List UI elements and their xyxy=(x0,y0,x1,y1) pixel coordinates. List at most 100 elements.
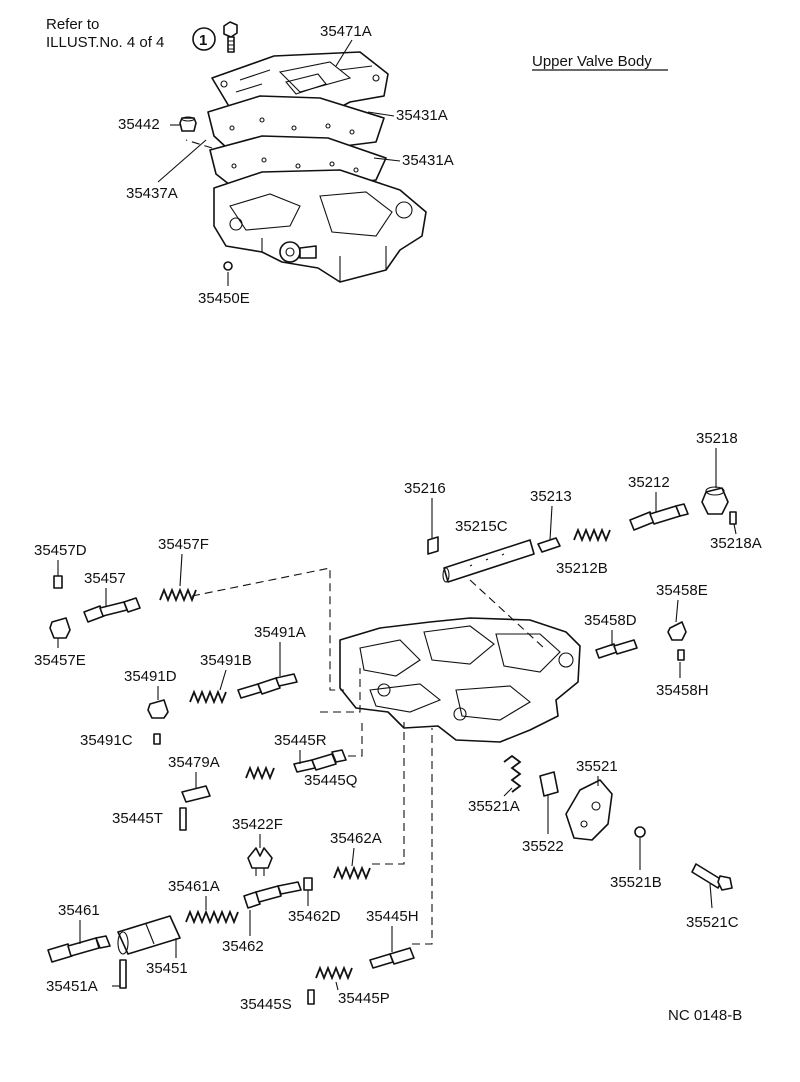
upper-valve-body xyxy=(213,169,427,283)
ref-note-line2: ILLUST.No. 4 of 4 xyxy=(46,34,164,51)
label-35491D: 35491D xyxy=(124,668,177,685)
spring-35462A-icon xyxy=(333,865,371,881)
label-35212B: 35212B xyxy=(556,560,608,577)
leader-35431A-1 xyxy=(367,111,395,117)
label-35445S: 35445S xyxy=(240,996,292,1013)
leader-35431A-2 xyxy=(373,157,401,162)
label-35445R: 35445R xyxy=(274,732,327,749)
label-35462A: 35462A xyxy=(330,830,382,847)
check-ball-icon xyxy=(223,261,233,271)
label-35431A-1: 35431A xyxy=(396,107,448,124)
pin-35491C-icon xyxy=(153,733,161,745)
valve-35462-icon xyxy=(243,881,302,909)
pin-35445T-icon xyxy=(179,807,187,831)
diagram-code: NC 0148-B xyxy=(668,1007,742,1024)
label-35462D: 35462D xyxy=(288,908,341,925)
plate-35521-icon xyxy=(565,779,613,841)
label-35218A: 35218A xyxy=(710,535,762,552)
alignment-lines xyxy=(191,567,545,945)
label-35212: 35212 xyxy=(628,474,670,491)
label-35213: 35213 xyxy=(530,488,572,505)
lower-valve-body xyxy=(339,617,581,743)
circled-number: 1 xyxy=(199,32,207,49)
pin-35445S-icon xyxy=(307,989,315,1005)
ref-bolt-icon xyxy=(223,21,238,53)
plug-35458E-icon xyxy=(667,621,687,641)
ref-note-line1: Refer to xyxy=(46,16,99,33)
circled-number-icon: 1 xyxy=(192,27,216,51)
spring-35491B-icon xyxy=(189,689,227,705)
leader-35471A xyxy=(335,39,353,67)
label-35445Q: 35445Q xyxy=(304,772,357,789)
spring-35461A-icon xyxy=(185,909,239,925)
leader-35458E xyxy=(675,599,679,623)
label-35215C: 35215C xyxy=(455,518,508,535)
valve-35445H-icon xyxy=(369,947,415,969)
cap-35218-icon xyxy=(701,486,729,515)
label-35451A: 35451A xyxy=(46,978,98,995)
label-35479A: 35479A xyxy=(168,754,220,771)
label-35461A: 35461A xyxy=(168,878,220,895)
spring-35445P-icon xyxy=(315,965,353,981)
label-35451: 35451 xyxy=(146,960,188,977)
plug-35442-icon xyxy=(179,116,197,132)
leader-35218A xyxy=(733,523,737,535)
pin-35462D-icon xyxy=(303,877,313,891)
label-35431A-2: 35431A xyxy=(402,152,454,169)
label-35521: 35521 xyxy=(576,758,618,775)
plug-35522-icon xyxy=(539,771,559,797)
label-35445P: 35445P xyxy=(338,990,390,1007)
label-35442: 35442 xyxy=(118,116,160,133)
cap-35457E-icon xyxy=(49,617,71,639)
retainer-35216-icon xyxy=(427,536,439,555)
label-35471A: 35471A xyxy=(320,23,372,40)
label-35521C: 35521C xyxy=(686,914,739,931)
leader-35457F xyxy=(179,553,183,587)
label-35458E: 35458E xyxy=(656,582,708,599)
label-35522: 35522 xyxy=(522,838,564,855)
label-35450E: 35450E xyxy=(198,290,250,307)
valve-35491A-icon xyxy=(237,673,298,699)
cap-35491D-icon xyxy=(147,699,169,719)
leader-35445P xyxy=(335,981,339,991)
label-35457D: 35457D xyxy=(34,542,87,559)
leader-35213 xyxy=(549,505,553,541)
leader-35521A xyxy=(503,787,513,797)
valve-35461-icon xyxy=(47,935,111,963)
label-35445T: 35445T xyxy=(112,810,163,827)
valve-35458D-icon xyxy=(595,639,638,659)
leader-35491B xyxy=(219,669,227,691)
leader-35462A xyxy=(351,847,355,867)
plug-35479A-icon xyxy=(181,785,211,803)
spring-35445R-icon xyxy=(245,765,275,781)
sleeve-35451-icon xyxy=(117,915,181,955)
plug-round-icon xyxy=(279,241,317,263)
label-35458H: 35458H xyxy=(656,682,709,699)
label-35216: 35216 xyxy=(404,480,446,497)
valve-35445Q-icon xyxy=(293,749,347,773)
label-35491C: 35491C xyxy=(80,732,133,749)
label-35491A: 35491A xyxy=(254,624,306,641)
dashed-leader-upper xyxy=(185,139,213,149)
sleeve-35215C-icon xyxy=(442,539,535,583)
label-35521B: 35521B xyxy=(610,874,662,891)
label-35458D: 35458D xyxy=(584,612,637,629)
washer-35521B-icon xyxy=(634,826,646,838)
spring-35521A-icon xyxy=(503,754,522,793)
valve-35212-icon xyxy=(629,503,689,531)
label-35457E: 35457E xyxy=(34,652,86,669)
label-35457F: 35457F xyxy=(158,536,209,553)
label-35445H: 35445H xyxy=(366,908,419,925)
plug-35213-icon xyxy=(537,537,561,553)
label-35422F: 35422F xyxy=(232,816,283,833)
label-35521A: 35521A xyxy=(468,798,520,815)
label-35461: 35461 xyxy=(58,902,100,919)
pin-35458H-icon xyxy=(677,649,685,661)
bolt-35521C-icon xyxy=(691,863,733,891)
label-35437A: 35437A xyxy=(126,185,178,202)
pin-35457D-icon xyxy=(53,575,63,589)
label-35491B: 35491B xyxy=(200,652,252,669)
clip-35422F-icon xyxy=(247,847,273,876)
leader-35521C xyxy=(709,883,713,909)
